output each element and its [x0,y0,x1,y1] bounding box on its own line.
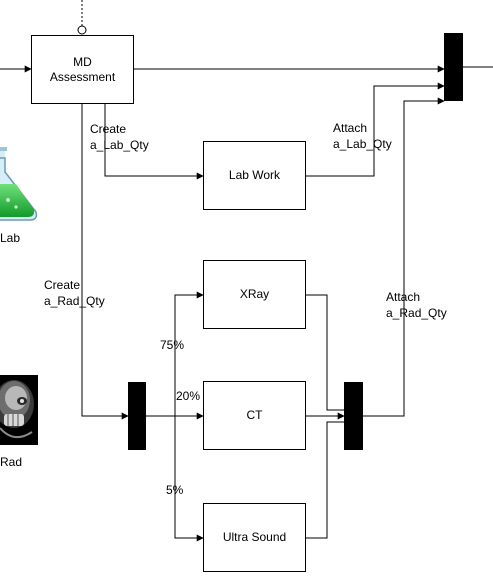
edge-labwork-to-join [305,82,445,177]
resource-label-lab: Lab [0,231,21,245]
label-create-rad: Create a_Rad_Qty [44,278,105,308]
edge-xray-to-join [305,294,344,411]
fork-bar[interactable] [128,382,146,450]
node-ct[interactable]: CT [203,381,306,450]
join-bar-top[interactable] [444,33,463,101]
edge-ultrasound-to-join [305,421,344,539]
node-md-assessment[interactable]: MD Assessment [31,35,134,104]
edge-md-to-fork [81,104,129,420]
top-dashed-connector [77,0,87,35]
label-pct-ultrasound: 5% [166,483,184,497]
label-attach-lab: Attach a_Lab_Qty [333,121,392,151]
join-bar-bottom[interactable] [344,382,363,450]
edge-rad-to-join [363,97,445,417]
label-pct-ct: 20% [176,389,201,403]
node-xray[interactable]: XRay [203,260,306,329]
label-attach-rad: Attach a_Rad_Qty [386,290,447,320]
edge-md-to-labwork [104,104,204,180]
node-ultra-sound[interactable]: Ultra Sound [203,503,306,572]
edge-fork-to-ultrasound [174,416,204,542]
edge-fork-to-xray [174,291,204,416]
resource-label-rad: Rad [0,455,23,469]
label-pct-xray: 75% [160,338,185,352]
flask-icon [0,147,38,221]
radiology-icon [0,375,38,445]
node-lab-work[interactable]: Lab Work [203,141,306,210]
label-create-lab: Create a_Lab_Qty [90,122,149,152]
